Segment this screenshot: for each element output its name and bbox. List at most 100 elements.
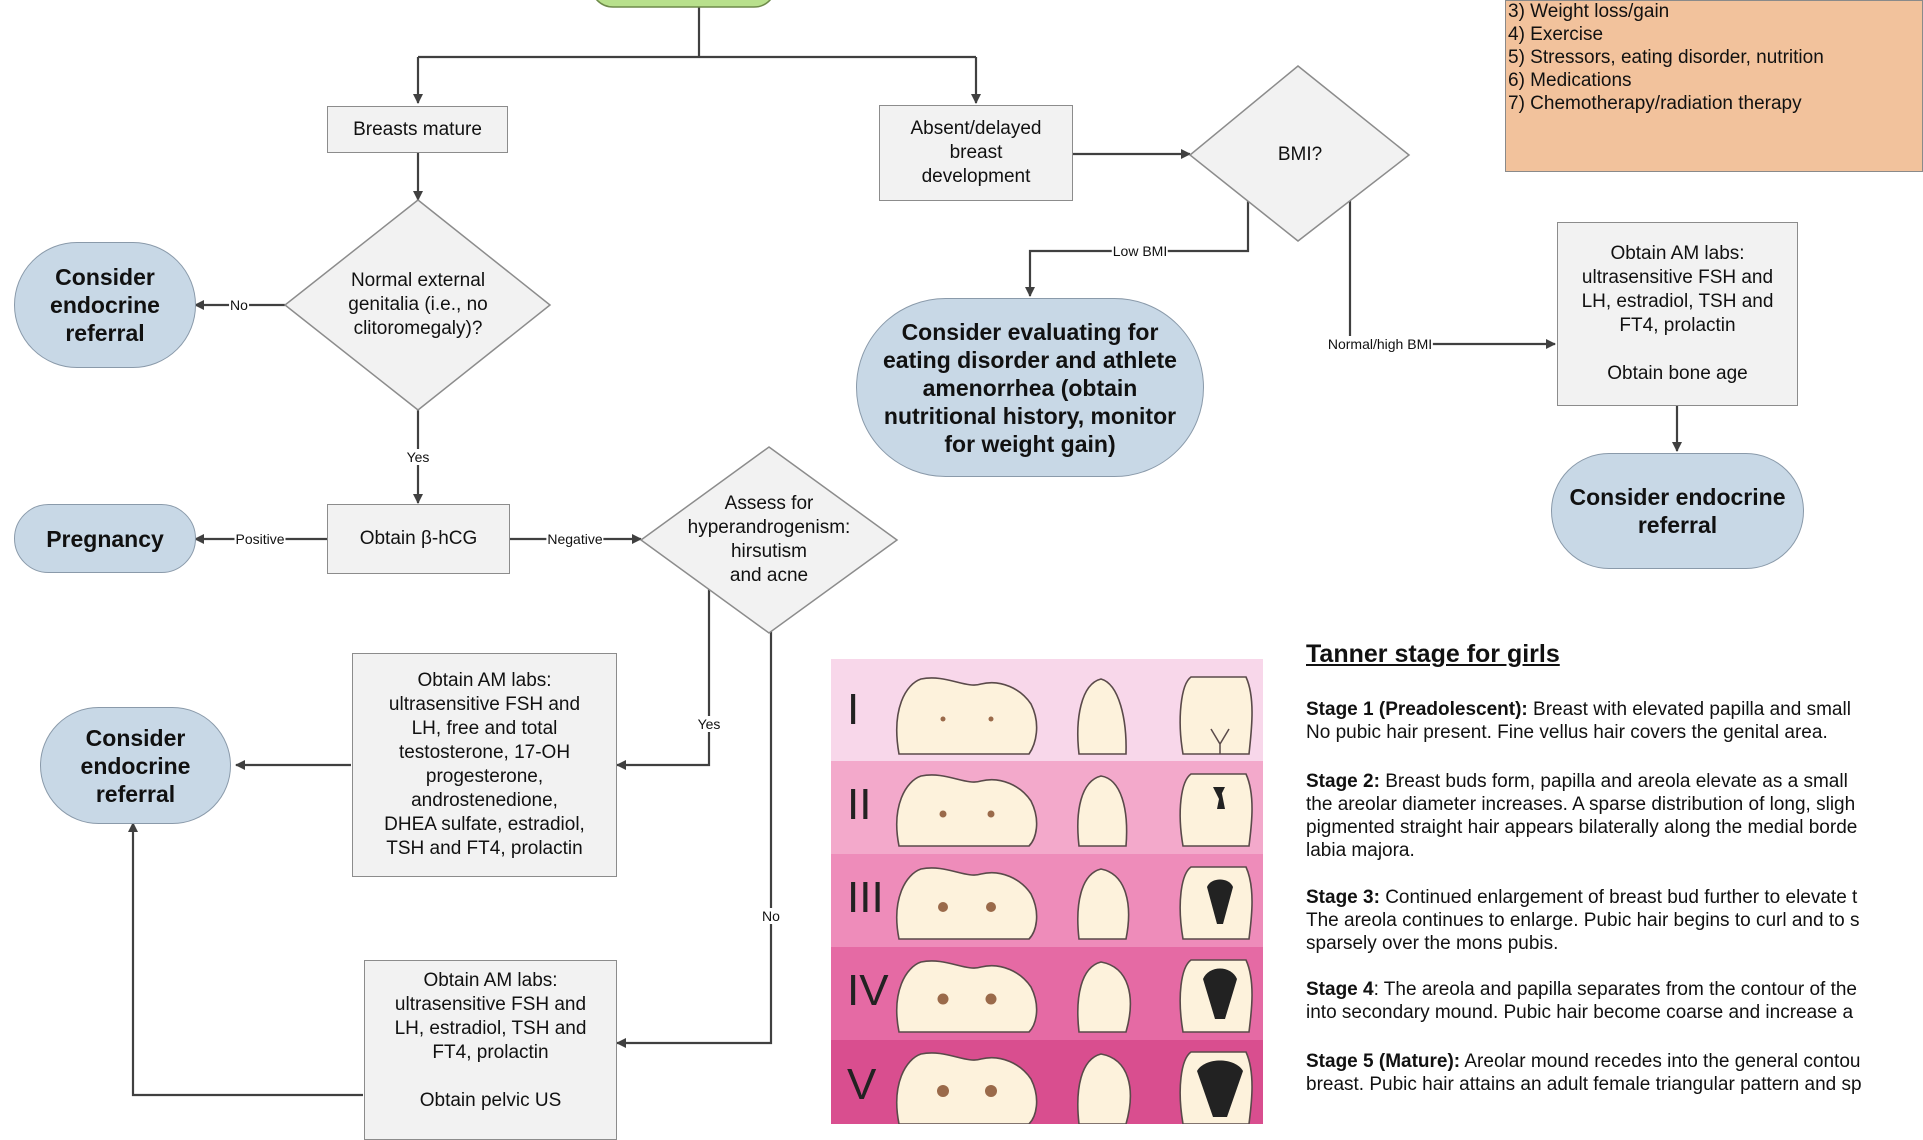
causes-list-item: 5) Stressors, eating disorder, nutrition [1508,47,1824,68]
eating-disorder-terminal: Consider evaluating for eating disorder … [856,298,1204,477]
terminal-line: Consider [85,724,186,751]
edge-label-positive: Positive [234,531,286,547]
roman-numeral: IV [847,966,889,1015]
causes-note-box [1505,0,1923,172]
start-terminal-shape [595,0,772,8]
labs-line: Obtain bone age [1607,363,1748,384]
terminal-line: endocrine [50,292,160,318]
stage-head: Stage 4 [1306,979,1374,1000]
labs-pelvic-us-box: Obtain AM labs: ultrasensitive FSH and L… [364,960,617,1140]
edge-label-normal-high-bmi: Normal/high BMI [1326,336,1434,352]
edge-label-low-bmi: Low BMI [1111,243,1169,259]
labs-line: Obtain AM labs: [423,970,558,991]
eating-disorder-line: nutritional history, monitor [883,402,1177,429]
roman-numeral: II [847,780,871,829]
roman-numeral: III [847,873,884,922]
stage-line: pigmented straight hair appears bilatera… [1306,817,1858,838]
consider-endocrine-referral-terminal-2: Consider endocrine referral [40,707,231,824]
stage-line: into secondary mound. Pubic hair become … [1306,1002,1854,1023]
bmi-decision-label: BMI? [1230,140,1370,170]
causes-list-item: 7) Chemotherapy/radiation therapy [1508,93,1802,114]
stage-line: Stage 3: Continued enlargement of breast… [1306,886,1923,909]
consider-endocrine-referral-terminal: Consider endocrine referral [14,242,196,368]
labs-line: LH, free and total [411,718,558,739]
terminal-line: Consider [55,264,155,290]
bmi-decision-diamond [1188,65,1411,242]
stage-text: Breast buds form, papilla and areola ele… [1379,771,1848,792]
labs-androgen-box: Obtain AM labs: ultrasensitive FSH and L… [352,653,617,877]
causes-list-item: 3) Weight loss/gain [1508,1,1670,22]
tanner-stage-1: Stage 1 (Preadolescent): Breast with ele… [1306,698,1923,744]
genitalia-line: Normal external [350,270,486,291]
labs-line: progesterone, [425,766,544,787]
genitalia-line: genitalia (i.e., no [348,294,488,315]
tanner-stage-2: Stage 2: Breast buds form, papilla and a… [1306,770,1923,862]
roman-numeral: V [847,1060,877,1109]
labs-line: Obtain pelvic US [419,1090,562,1111]
stage-text: Continued enlargement of breast bud furt… [1379,887,1858,908]
stage-line: No pubic hair present. Fine vellus hair … [1306,722,1828,743]
stage-text: : The areola and papilla separates from … [1373,979,1857,1000]
genitalia-decision-diamond [283,199,552,411]
hyperandrogenism-decision-label: Assess for hyperandrogenism: hirsutism a… [668,488,870,592]
genitalia-decision-label: Normal external genitalia (i.e., no clit… [320,265,516,345]
labs-line: androstenedione, [411,790,558,811]
stage-text: Breast with elevated papilla and small [1527,699,1851,720]
breasts-mature-box: Breasts mature [327,106,508,153]
tanner-title: Tanner stage for girls [1306,640,1560,668]
obtain-bhcg-box: Obtain β-hCG [327,504,510,574]
tanner-stage-illustration: I II III IV V [831,659,1263,1124]
edge-label-yes-hyperandrogenism: Yes [696,716,722,732]
stage-line: sparsely over the mons pubis. [1306,933,1559,954]
stage-line: Stage 2: Breast buds form, papilla and a… [1306,770,1923,793]
labs-line: ultrasensitive FSH and [388,694,581,715]
pregnancy-label: Pregnancy [46,525,164,552]
tanner-stage-drawing: I II III IV V [831,659,1263,1124]
labs-line: DHEA sulfate, estradiol, [384,814,585,835]
edge-label-negative: Negative [546,531,604,547]
labs-line: LH, estradiol, TSH and [394,1018,587,1039]
edge-label-no: No [229,297,249,313]
stage-line: Stage 1 (Preadolescent): Breast with ele… [1306,698,1923,721]
consider-endocrine-referral-bmi-terminal: Consider endocrine referral [1551,453,1804,569]
causes-list: 3) Weight loss/gain 4) Exercise 5) Stres… [1508,0,1824,115]
absent-delayed-line: Absent/delayed [910,118,1042,139]
terminal-line: referral [1637,512,1718,538]
absent-delayed-box: Absent/delayed breast development [879,105,1073,201]
terminal-line: Consider endocrine [1569,484,1786,510]
stage-line: the areolar diameter increases. A sparse… [1306,794,1856,815]
pregnancy-terminal: Pregnancy [14,504,196,573]
hyperandrogenism-line: hyperandrogenism: [687,517,851,538]
tanner-stage-4: Stage 4: The areola and papilla separate… [1306,978,1923,1024]
labs-line: FT4, prolactin [1619,315,1736,336]
labs-line: testosterone, 17-OH [398,742,571,763]
roman-numeral: I [847,685,859,734]
genitalia-line: clitoromegaly)? [353,318,483,339]
labs-line: Obtain AM labs: [417,670,552,691]
hyperandrogenism-line: Assess for [724,493,814,514]
obtain-bhcg-label: Obtain β-hCG [359,528,478,549]
stage-head: Stage 5 (Mature): [1306,1051,1461,1072]
causes-list-item: 4) Exercise [1508,24,1604,45]
stage-text: Areolar mound recedes into the general c… [1460,1051,1861,1072]
stage-line: Stage 4: The areola and papilla separate… [1306,978,1923,1001]
edge-label-yes: Yes [405,449,431,465]
stage-line: labia majora. [1306,840,1415,861]
labs-line: FT4, prolactin [432,1042,549,1063]
eating-disorder-line: amenorrhea (obtain [922,374,1138,401]
eating-disorder-line: for weight gain) [944,430,1116,457]
tanner-stage-3: Stage 3: Continued enlargement of breast… [1306,886,1923,955]
labs-line: LH, estradiol, TSH and [1581,291,1774,312]
causes-list-item: 6) Medications [1508,70,1632,91]
stage-head: Stage 3: [1306,887,1380,908]
labs-line: Obtain AM labs: [1610,243,1745,264]
hyperandrogenism-line: hirsutism [730,541,807,562]
hyperandrogenism-line: and acne [729,565,809,586]
labs-line: ultrasensitive FSH and [394,994,587,1015]
eating-disorder-line: Consider evaluating for [901,318,1159,345]
stage-line: Stage 5 (Mature): Areolar mound recedes … [1306,1050,1923,1073]
terminal-line: endocrine [80,752,191,779]
terminal-line: referral [95,780,176,807]
breasts-mature-label: Breasts mature [353,118,482,140]
eating-disorder-line: eating disorder and athlete [883,346,1177,373]
